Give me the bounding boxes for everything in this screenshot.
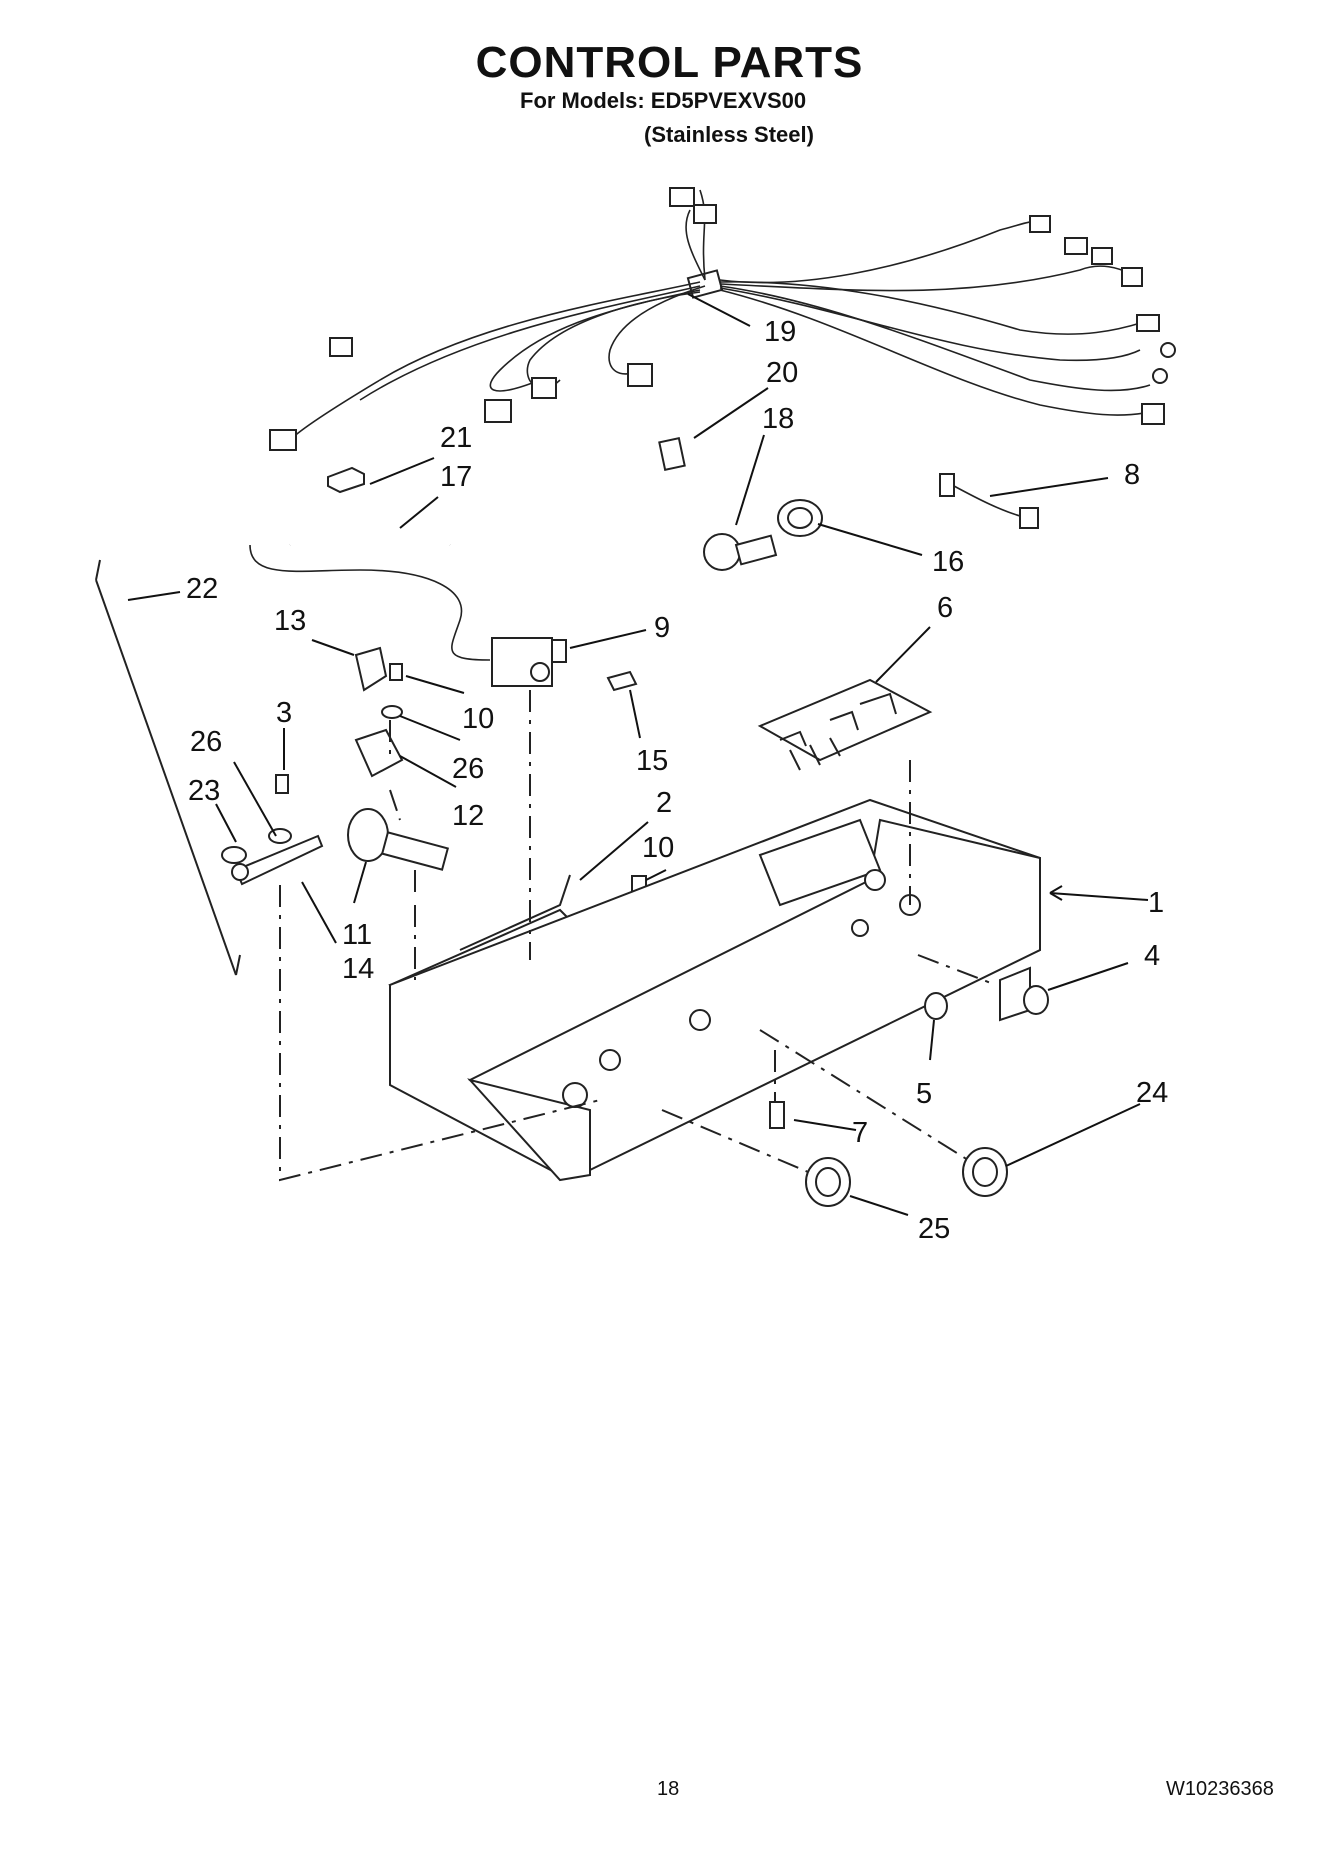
- thermostat-drawing: [491, 637, 567, 687]
- callout-6: 6: [937, 592, 953, 624]
- callout-11: 11: [342, 919, 372, 951]
- callout-26a: 26: [452, 753, 484, 785]
- callout-25: 25: [918, 1213, 950, 1245]
- thermostat-capillary-drawing: [249, 544, 491, 661]
- knob-11-drawing: [347, 808, 450, 871]
- jumper-harness-drawing: [939, 473, 1039, 529]
- assembly-lines: [279, 690, 997, 1182]
- button-25-drawing: [805, 1157, 851, 1207]
- wire-harness-drawing: [269, 187, 1176, 451]
- wire-clip-drawing: [327, 466, 365, 494]
- callout-7: 7: [852, 1117, 868, 1149]
- callout-23: 23: [188, 775, 220, 807]
- callout-4: 4: [1144, 940, 1160, 972]
- bracket-13-drawing: [354, 646, 388, 692]
- screw-15-drawing: [606, 670, 638, 692]
- button-24-drawing: [962, 1147, 1008, 1197]
- callout-12: 12: [452, 800, 484, 832]
- callout-20: 20: [766, 357, 798, 389]
- screw-7-drawing: [769, 1101, 785, 1129]
- callout-14: 14: [342, 953, 374, 985]
- document-number: W10236368: [1166, 1778, 1274, 1800]
- page-number: 18: [657, 1778, 680, 1800]
- finish-line: (Stainless Steel): [644, 122, 814, 147]
- callout-10b: 10: [642, 832, 674, 864]
- callout-1: 1: [1148, 887, 1164, 919]
- leader-lines: [127, 293, 1149, 1216]
- callout-24: 24: [1136, 1077, 1168, 1109]
- callout-9: 9: [654, 612, 670, 644]
- lamp-bulb-drawing: [703, 533, 778, 571]
- callout-21: 21: [440, 422, 472, 454]
- button-5-drawing: [924, 992, 948, 1020]
- screw-3-drawing: [275, 774, 289, 794]
- callout-15: 15: [636, 745, 668, 777]
- washer-26a-drawing: [381, 705, 403, 719]
- lamp-socket-drawing: [777, 499, 823, 537]
- screw-10a-drawing: [389, 663, 403, 681]
- tube-drawing: [289, 528, 452, 548]
- callout-19: 19: [764, 316, 796, 348]
- bracket-12-drawing: [354, 728, 404, 778]
- washer-23-drawing: [221, 846, 247, 864]
- callout-8: 8: [1124, 459, 1140, 491]
- callout-10a: 10: [462, 703, 494, 735]
- clip-drawing: [658, 437, 686, 471]
- callout-22: 22: [186, 573, 218, 605]
- callout-5: 5: [916, 1078, 932, 1110]
- callout-16: 16: [932, 546, 964, 578]
- control-board-drawing: [757, 678, 933, 771]
- callout-26b: 26: [190, 726, 222, 758]
- switch-4-drawing: [999, 966, 1049, 1022]
- callout-18: 18: [762, 403, 794, 435]
- page-title: CONTROL PARTS: [475, 38, 864, 87]
- callout-13: 13: [274, 605, 306, 637]
- rod-22-drawing: [95, 559, 241, 976]
- callout-2: 2: [656, 787, 672, 819]
- callout-17: 17: [440, 461, 472, 493]
- callout-3: 3: [276, 697, 292, 729]
- control-housing-drawing: [389, 798, 1041, 1182]
- models-line: For Models: ED5PVEXVS00: [520, 88, 807, 113]
- link-14-drawing: [231, 834, 324, 886]
